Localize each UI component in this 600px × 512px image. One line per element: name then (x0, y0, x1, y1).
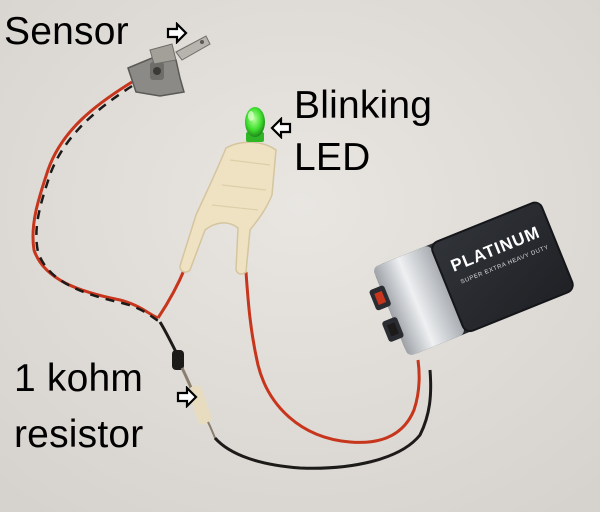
led-label-line1: Blinking (294, 84, 433, 127)
sensor (127, 35, 211, 97)
resistor-label-line1: 1 kohm (14, 357, 144, 400)
sensor-wire-black (35, 84, 161, 324)
led-arrow-icon (270, 117, 292, 139)
blinking-led (245, 107, 265, 142)
battery-wire-black (213, 369, 433, 470)
battery (369, 201, 574, 355)
resistor-arrow-icon (176, 386, 198, 408)
battery-wire-red (244, 271, 421, 444)
led-tape (179, 141, 277, 275)
resistor-label-line2: resistor (14, 413, 144, 456)
sensor-label: Sensor (4, 10, 129, 53)
led-label-line2: LED (294, 136, 371, 179)
sensor-arrow-icon (166, 22, 188, 44)
sensor-wire-red (31, 80, 159, 320)
resistor-lead-black (158, 321, 178, 353)
